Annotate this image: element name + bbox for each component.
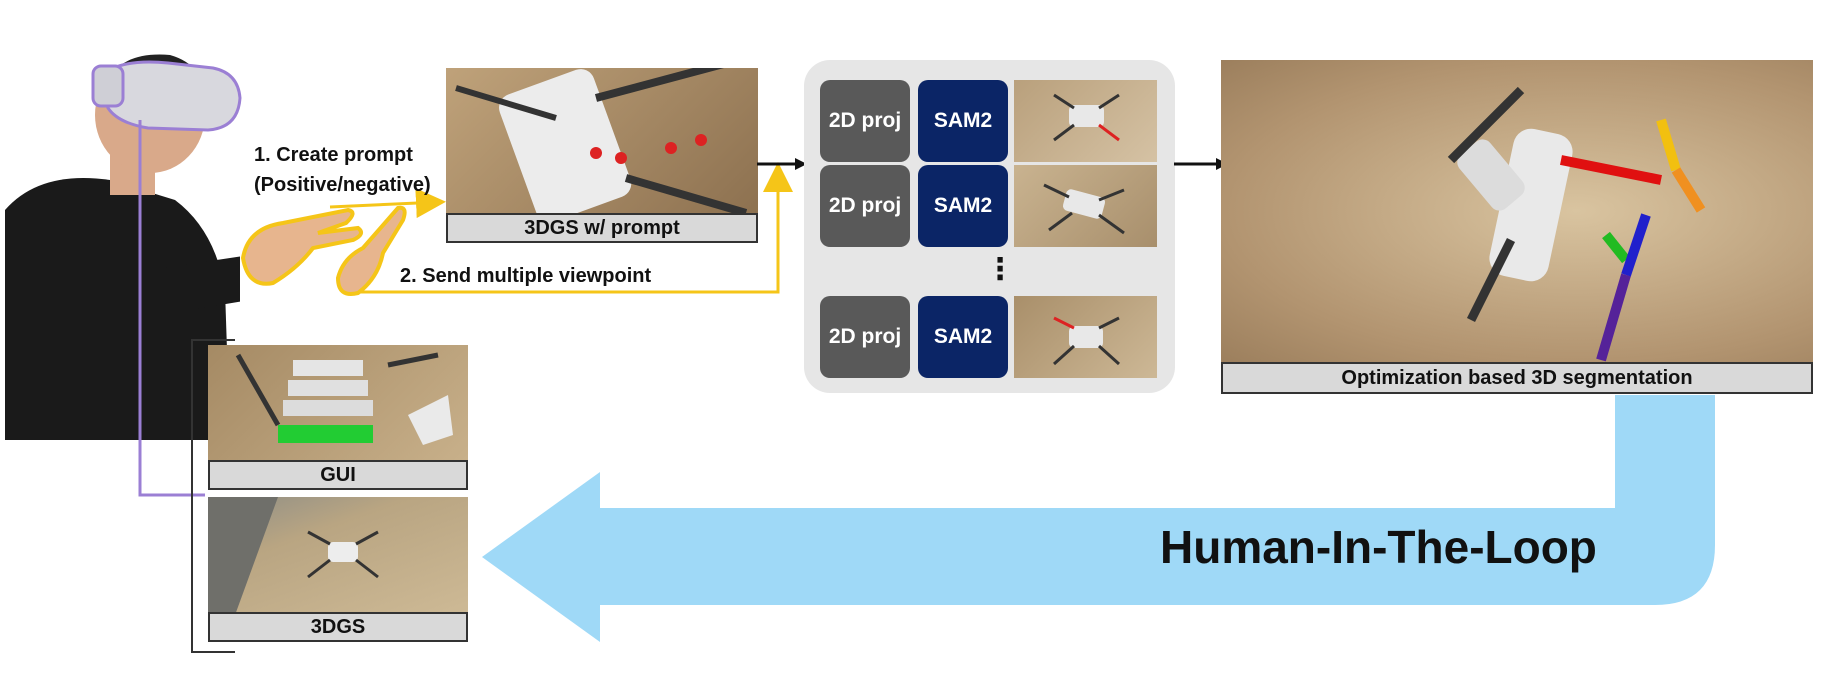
pipeline-sam2-1: SAM2	[918, 80, 1008, 162]
gui-caption: GUI	[208, 460, 468, 490]
left-bracket	[191, 339, 235, 653]
human-in-the-loop-label: Human-In-The-Loop	[1160, 521, 1597, 573]
pipeline-2d-proj-1: 2D proj	[820, 80, 910, 162]
pipeline-sam2-3: SAM2	[918, 296, 1008, 378]
pipeline-ellipsis: ⋮	[985, 253, 1015, 286]
pipeline-view-thumbnail-3	[1014, 296, 1157, 378]
prompt-view-caption: 3DGS w/ prompt	[446, 213, 758, 243]
gs-caption: 3DGS	[208, 612, 468, 642]
step-send-viewpoints: 2. Send multiple viewpoint	[400, 265, 652, 287]
step-prompt-polarity: (Positive/negative)	[254, 174, 431, 196]
hand-gesture-icon	[240, 205, 407, 296]
gui-image	[208, 345, 468, 460]
prompt-flow-arrows	[329, 162, 793, 294]
pipeline-2d-proj-2: 2D proj	[820, 165, 910, 247]
pipeline-view-thumbnail-2	[1014, 165, 1157, 247]
step-create-prompt: 1. Create prompt	[254, 144, 413, 166]
vr-headset-icon	[91, 60, 242, 132]
pipeline-sam2-2: SAM2	[918, 165, 1008, 247]
gs-scene-image	[208, 497, 468, 612]
pipeline-2d-proj-3: 2D proj	[820, 296, 910, 378]
to-pipeline-arrow	[757, 158, 807, 170]
headset-connection-line	[138, 120, 205, 497]
prompt-view-image	[446, 68, 758, 213]
segmentation-caption: Optimization based 3D segmentation	[1221, 362, 1813, 394]
segmentation-result-image	[1221, 60, 1813, 362]
pipeline-view-thumbnail-1	[1014, 80, 1157, 162]
